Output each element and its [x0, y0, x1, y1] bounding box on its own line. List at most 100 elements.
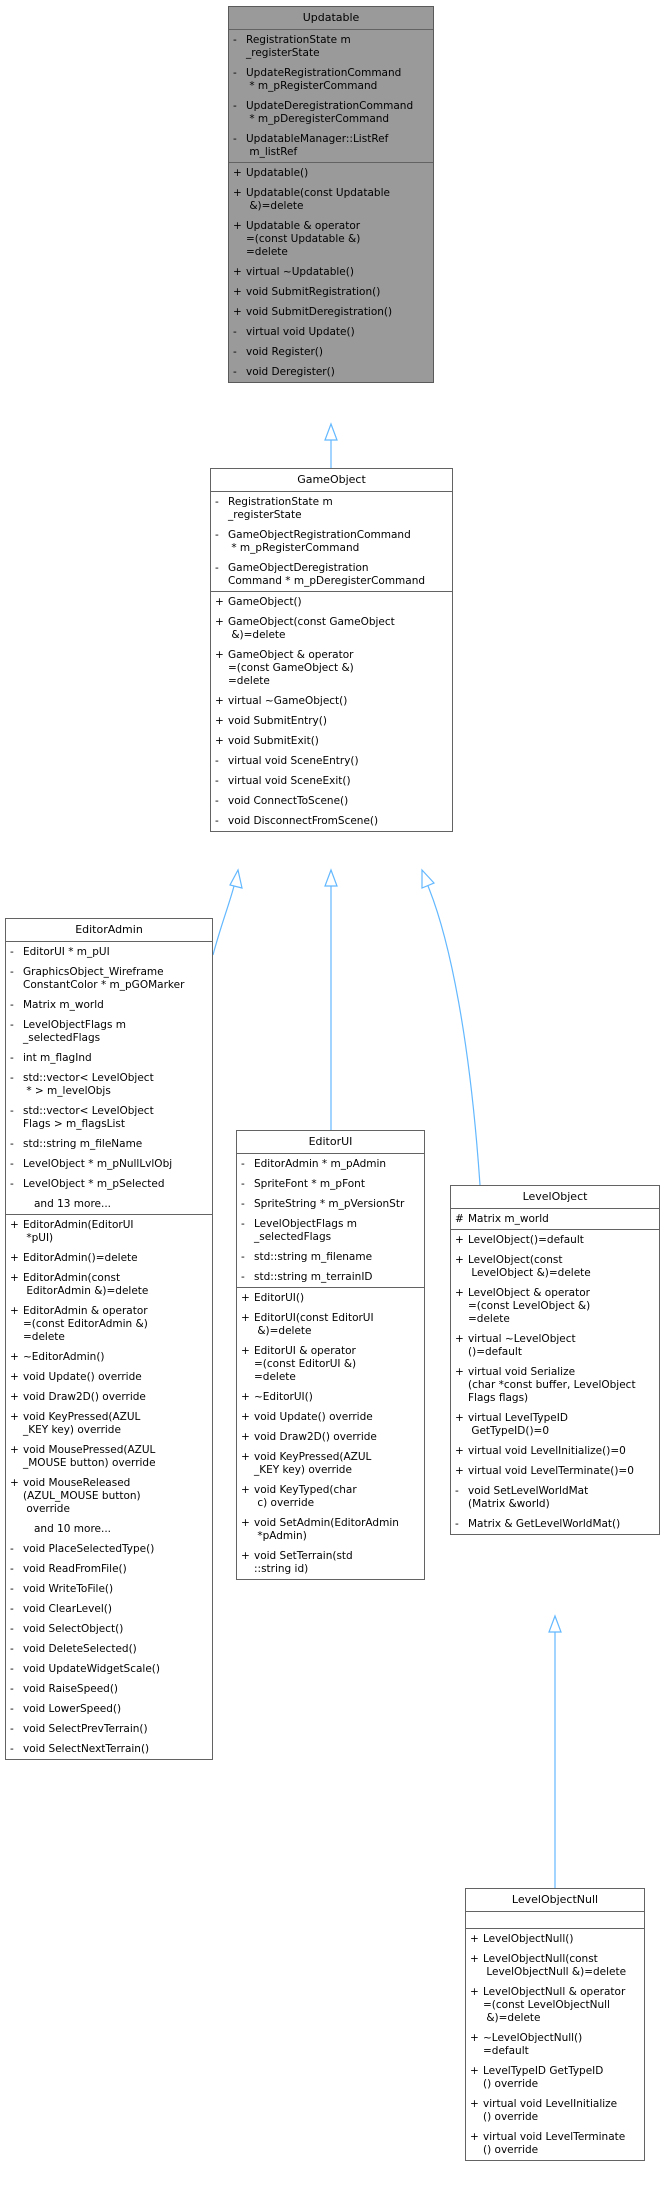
visibility-marker: - [241, 1271, 245, 1283]
visibility-marker: + [455, 1333, 464, 1345]
method-row: +virtual void LevelInitialize () overrid… [466, 2098, 644, 2124]
arrowhead-levelobject [548, 1614, 562, 1633]
visibility-marker: + [241, 1312, 250, 1324]
method-row: +void SubmitExit() [211, 735, 452, 748]
attribute-row: -LevelObjectFlags m _selectedFlags [237, 1218, 424, 1244]
visibility-marker: + [10, 1305, 19, 1317]
method-row: +EditorUI() [237, 1292, 424, 1305]
member-text: void Deregister() [246, 366, 335, 378]
method-row: +void SubmitEntry() [211, 715, 452, 728]
member-text: EditorUI(const EditorUI &)=delete [254, 1312, 374, 1337]
method-row: + virtual void LevelTerminate()=0 [451, 1465, 659, 1478]
member-text: void PlaceSelectedType() [23, 1543, 155, 1555]
member-text: LevelTypeID GetTypeID () override [483, 2065, 604, 2090]
attribute-row: -GameObjectDeregistration Command * m_pD… [211, 562, 452, 588]
visibility-marker: - [455, 1485, 459, 1497]
method-row: -virtual void SceneEntry() [211, 755, 452, 768]
class-levelobject[interactable]: LevelObject #Matrix m_world +LevelObject… [450, 1185, 660, 1535]
attribute-row: -LevelObjectFlags m _selectedFlags [6, 1019, 212, 1045]
member-text: LevelObjectFlags m _selectedFlags [254, 1218, 358, 1243]
attribute-row: -SpriteString * m_pVersionStr [237, 1198, 424, 1211]
method-row: +GameObject & operator =(const GameObjec… [211, 649, 452, 688]
visibility-marker: + [10, 1272, 19, 1284]
method-row: +~EditorUI() [237, 1391, 424, 1404]
method-row: +void MousePressed(AZUL _MOUSE button) o… [6, 1444, 212, 1470]
visibility-marker: + [233, 220, 242, 232]
member-text: LevelObjectFlags m _selectedFlags [23, 1019, 127, 1044]
method-row: +virtual LevelTypeID GetTypeID()=0 [451, 1412, 659, 1438]
method-row: +Updatable & operator =(const Updatable … [229, 220, 433, 259]
member-text: void SetAdmin(EditorAdmin *pAdmin) [254, 1517, 399, 1542]
attributes-section: -RegistrationState m _registerState-Upda… [229, 30, 433, 163]
method-row: -void ConnectToScene() [211, 795, 452, 808]
class-updatable[interactable]: Updatable -RegistrationState m _register… [228, 6, 434, 383]
visibility-marker: + [215, 596, 224, 608]
visibility-marker: - [10, 1178, 14, 1190]
method-row: +LevelTypeID GetTypeID () override [466, 2065, 644, 2091]
attribute-row: #Matrix m_world [451, 1213, 659, 1226]
member-text: void Draw2D() override [23, 1391, 146, 1403]
method-row: -void ReadFromFile() [6, 1563, 212, 1576]
attributes-section: #Matrix m_world [451, 1209, 659, 1230]
member-text: void DisconnectFromScene() [228, 815, 379, 827]
visibility-marker: - [10, 1703, 14, 1715]
member-text: LevelObject(const LevelObject &)=delete [468, 1254, 591, 1279]
class-editorui[interactable]: EditorUI -EditorAdmin * m_pAdmin-SpriteF… [236, 1130, 425, 1580]
method-row: -void UpdateWidgetScale() [6, 1663, 212, 1676]
visibility-marker: - [10, 1723, 14, 1735]
method-row: +void Draw2D() override [237, 1431, 424, 1444]
class-gameobject[interactable]: GameObject -RegistrationState m _registe… [210, 468, 453, 832]
visibility-marker: - [233, 100, 237, 112]
visibility-marker: - [215, 496, 219, 508]
attribute-row: -Matrix m_world [6, 999, 212, 1012]
visibility-marker: + [215, 616, 224, 628]
visibility-marker: + [10, 1391, 19, 1403]
visibility-marker: # [455, 1213, 464, 1225]
member-text: virtual void SceneExit() [228, 775, 351, 787]
member-text: void MousePressed(AZUL _MOUSE button) ov… [23, 1444, 156, 1469]
method-row: +void SetAdmin(EditorAdmin *pAdmin) [237, 1517, 424, 1543]
member-text: void ClearLevel() [23, 1603, 112, 1615]
member-text: void SelectNextTerrain() [23, 1743, 150, 1755]
visibility-marker: - [10, 1643, 14, 1655]
method-row: -void LowerSpeed() [6, 1703, 212, 1716]
class-title: EditorUI [237, 1131, 424, 1154]
method-row: +void SubmitDeregistration() [229, 306, 433, 319]
member-text: int m_flagInd [23, 1052, 92, 1064]
visibility-marker: - [10, 1019, 14, 1031]
visibility-marker: - [10, 1603, 14, 1615]
visibility-marker: + [10, 1351, 19, 1363]
attributes-section: -EditorAdmin * m_pAdmin-SpriteFont * m_p… [237, 1154, 424, 1288]
attribute-row: -EditorAdmin * m_pAdmin [237, 1158, 424, 1171]
visibility-marker: - [10, 1052, 14, 1064]
method-row: +void KeyTyped(char c) override [237, 1484, 424, 1510]
method-row: +void KeyPressed(AZUL _KEY key) override [6, 1411, 212, 1437]
member-text: and 10 more... [34, 1523, 112, 1535]
visibility-marker: - [10, 1623, 14, 1635]
member-text: void SubmitDeregistration() [246, 306, 393, 318]
visibility-marker: + [455, 1465, 464, 1477]
method-row: -void PlaceSelectedType() [6, 1543, 212, 1556]
visibility-marker: + [215, 695, 224, 707]
visibility-marker: + [241, 1431, 250, 1443]
method-row: + GameObject() [211, 596, 452, 609]
method-row: +LevelObjectNull(const LevelObjectNull &… [466, 1953, 644, 1979]
method-row: +~EditorAdmin() [6, 1351, 212, 1364]
member-text: virtual void LevelTerminate()=0 [468, 1465, 634, 1477]
visibility-marker: - [215, 755, 219, 767]
attribute-row: -RegistrationState m _registerState [211, 496, 452, 522]
method-row: +LevelObjectNull & operator =(const Leve… [466, 1986, 644, 2025]
member-text: virtual void LevelInitialize()=0 [468, 1445, 626, 1457]
method-row: + EditorUI(const EditorUI &)=delete [237, 1312, 424, 1338]
method-row: +LevelObject & operator =(const LevelObj… [451, 1287, 659, 1326]
arrowhead-gameobject-middle [324, 868, 338, 887]
method-row: +Updatable(const Updatable &)=delete [229, 187, 433, 213]
visibility-marker: + [241, 1391, 250, 1403]
member-text: GameObject() [228, 596, 302, 608]
class-editoradmin[interactable]: EditorAdmin -EditorUI * m_pUI-GraphicsOb… [5, 918, 213, 1760]
class-levelobjectnull[interactable]: LevelObjectNull +LevelObjectNull()+Level… [465, 1888, 645, 2161]
method-row: -void SelectObject() [6, 1623, 212, 1636]
member-text: LevelObject & operator =(const LevelObje… [468, 1287, 591, 1325]
member-text: Updatable(const Updatable &)=delete [246, 187, 390, 212]
